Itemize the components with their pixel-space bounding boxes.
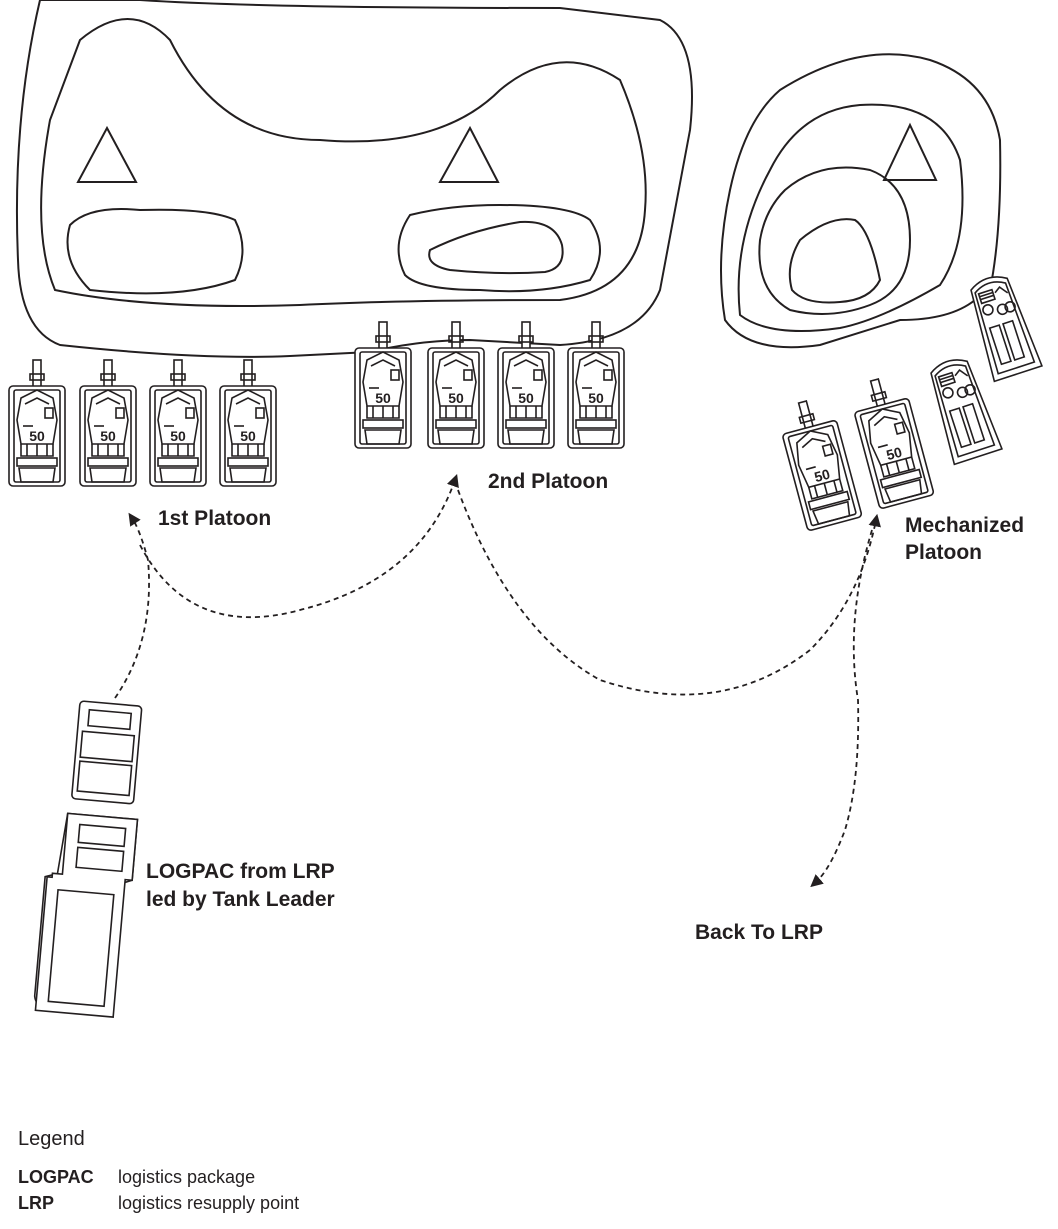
tank-1-4 — [219, 359, 277, 487]
label-2nd-platoon: 2nd Platoon — [488, 470, 608, 493]
logpac-vehicles — [71, 700, 143, 805]
legend-title: Legend — [18, 1128, 85, 1150]
legend-term: LOGPAC — [18, 1167, 94, 1187]
logpac-truck — [33, 812, 139, 1018]
legend-definition: logistics package — [118, 1167, 255, 1187]
terrain-large-hill — [15, 0, 693, 358]
tank-2-1 — [354, 321, 412, 449]
mech-tank-2 — [846, 371, 935, 510]
label-mechanized-line2: Platoon — [905, 541, 982, 564]
tank-1-1 — [8, 359, 66, 487]
legend-definition: logistics resupply point — [118, 1193, 299, 1213]
mechanized-platoon-vehicles — [774, 269, 1043, 532]
mech-apc-1 — [922, 352, 1003, 466]
mech-apc-2 — [962, 269, 1043, 383]
terrain-right-hill — [720, 53, 1002, 349]
routes — [114, 474, 881, 888]
tank-1-3 — [149, 359, 207, 487]
label-logpac-line1: LOGPAC from LRP — [146, 860, 335, 883]
label-1st-platoon: 1st Platoon — [158, 507, 271, 530]
tank-1-2 — [79, 359, 137, 487]
label-back-to-lrp: Back To LRP — [695, 921, 823, 944]
route-logpac-to-1st-platoon — [114, 512, 150, 699]
label-mechanized-line1: Mechanized — [905, 514, 1024, 537]
route-back-to-lrp — [810, 529, 873, 888]
platoon-1-tanks — [8, 359, 277, 487]
legend: Legend LOGPAC logistics package LRP logi… — [18, 1128, 299, 1213]
route-2nd-to-mech-platoon — [457, 489, 881, 696]
mech-tank-1 — [774, 393, 863, 532]
tank-2-3 — [497, 321, 555, 449]
legend-term: LRP — [18, 1193, 54, 1213]
label-logpac-line2: led by Tank Leader — [146, 888, 335, 911]
route-1st-to-2nd-platoon — [139, 474, 459, 619]
tank-2-4 — [567, 321, 625, 449]
